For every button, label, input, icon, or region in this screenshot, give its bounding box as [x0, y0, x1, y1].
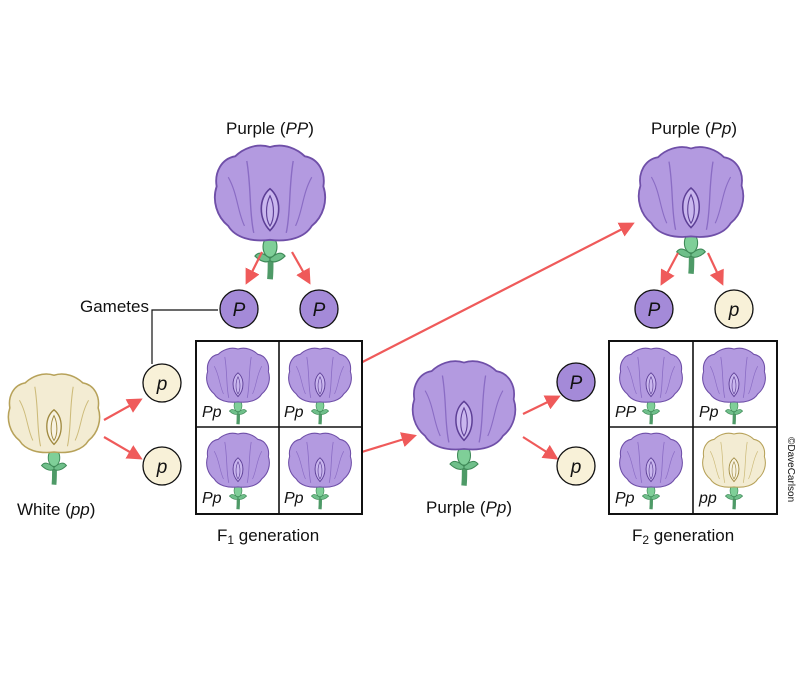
- f1-cell-genotype: Pp: [284, 404, 304, 421]
- gamete-label: p: [728, 300, 740, 321]
- gamete-p-white-top: p: [142, 363, 182, 403]
- gamete-P-left: P: [219, 289, 259, 329]
- purple-Pp-flower-top: [639, 147, 744, 274]
- label-gametes: Gametes: [80, 297, 149, 316]
- gamete-p-white-bottom: p: [142, 446, 182, 486]
- gamete-label: P: [313, 300, 326, 321]
- f2-cell-genotype: Pp: [615, 490, 635, 507]
- white-pp-flower: [8, 374, 99, 485]
- arrow-PP-to-gamete-left: [245, 251, 263, 285]
- gamete-p-f2: p: [714, 289, 754, 329]
- f2-cell-genotype: pp: [698, 490, 717, 507]
- f1-cell-genotype: Pp: [202, 490, 222, 507]
- gamete-label: p: [570, 457, 582, 478]
- gamete-label: p: [156, 457, 168, 478]
- gamete-p-f1: p: [556, 446, 596, 486]
- arrow-mid-to-gamete-p: [522, 436, 559, 460]
- f1-cell-genotype: Pp: [284, 490, 304, 507]
- purple-PP-flower: [215, 146, 325, 280]
- label-purple-PP: Purple (PP): [226, 119, 314, 138]
- arrow-white-to-gamete-bottom: [103, 436, 143, 460]
- gametes-bracket-line: [151, 309, 175, 364]
- gamete-P-f2: P: [634, 289, 674, 329]
- f1-punnett-square: Pp Pp Pp Pp: [195, 340, 363, 515]
- f2-punnett-square: PP Pp Pp pp: [608, 340, 778, 515]
- arrow-f1-cell-to-top-flower: [342, 222, 635, 373]
- gamete-label: p: [156, 374, 168, 395]
- label-purple-Pp-top: Purple (Pp): [651, 119, 737, 138]
- arrow-white-to-gamete-top: [103, 398, 143, 421]
- arrow-top-to-gamete-P: [660, 252, 679, 286]
- arrow-top-to-gamete-p: [707, 252, 724, 286]
- label-f1-generation: F1 generation: [217, 526, 320, 547]
- f2-cell-genotype: PP: [615, 404, 637, 421]
- f2-cell-genotype: Pp: [699, 404, 719, 421]
- gamete-label: P: [648, 300, 661, 321]
- gamete-P-f1: P: [556, 362, 596, 402]
- label-f2-generation: F2 generation: [632, 526, 735, 547]
- f1-purple-Pp-flower: [413, 361, 516, 486]
- label-white-pp: White (pp): [17, 500, 96, 519]
- gamete-P-right: P: [299, 289, 339, 329]
- f1-cell-genotype: Pp: [202, 404, 222, 421]
- arrow-PP-to-gamete-right: [291, 251, 311, 285]
- arrow-mid-to-gamete-P: [522, 395, 561, 415]
- gamete-label: P: [233, 300, 246, 321]
- credit-text: ©DaveCarlson: [785, 437, 796, 503]
- gamete-label: P: [570, 373, 583, 394]
- label-purple-Pp-mid: Purple (Pp): [426, 498, 512, 517]
